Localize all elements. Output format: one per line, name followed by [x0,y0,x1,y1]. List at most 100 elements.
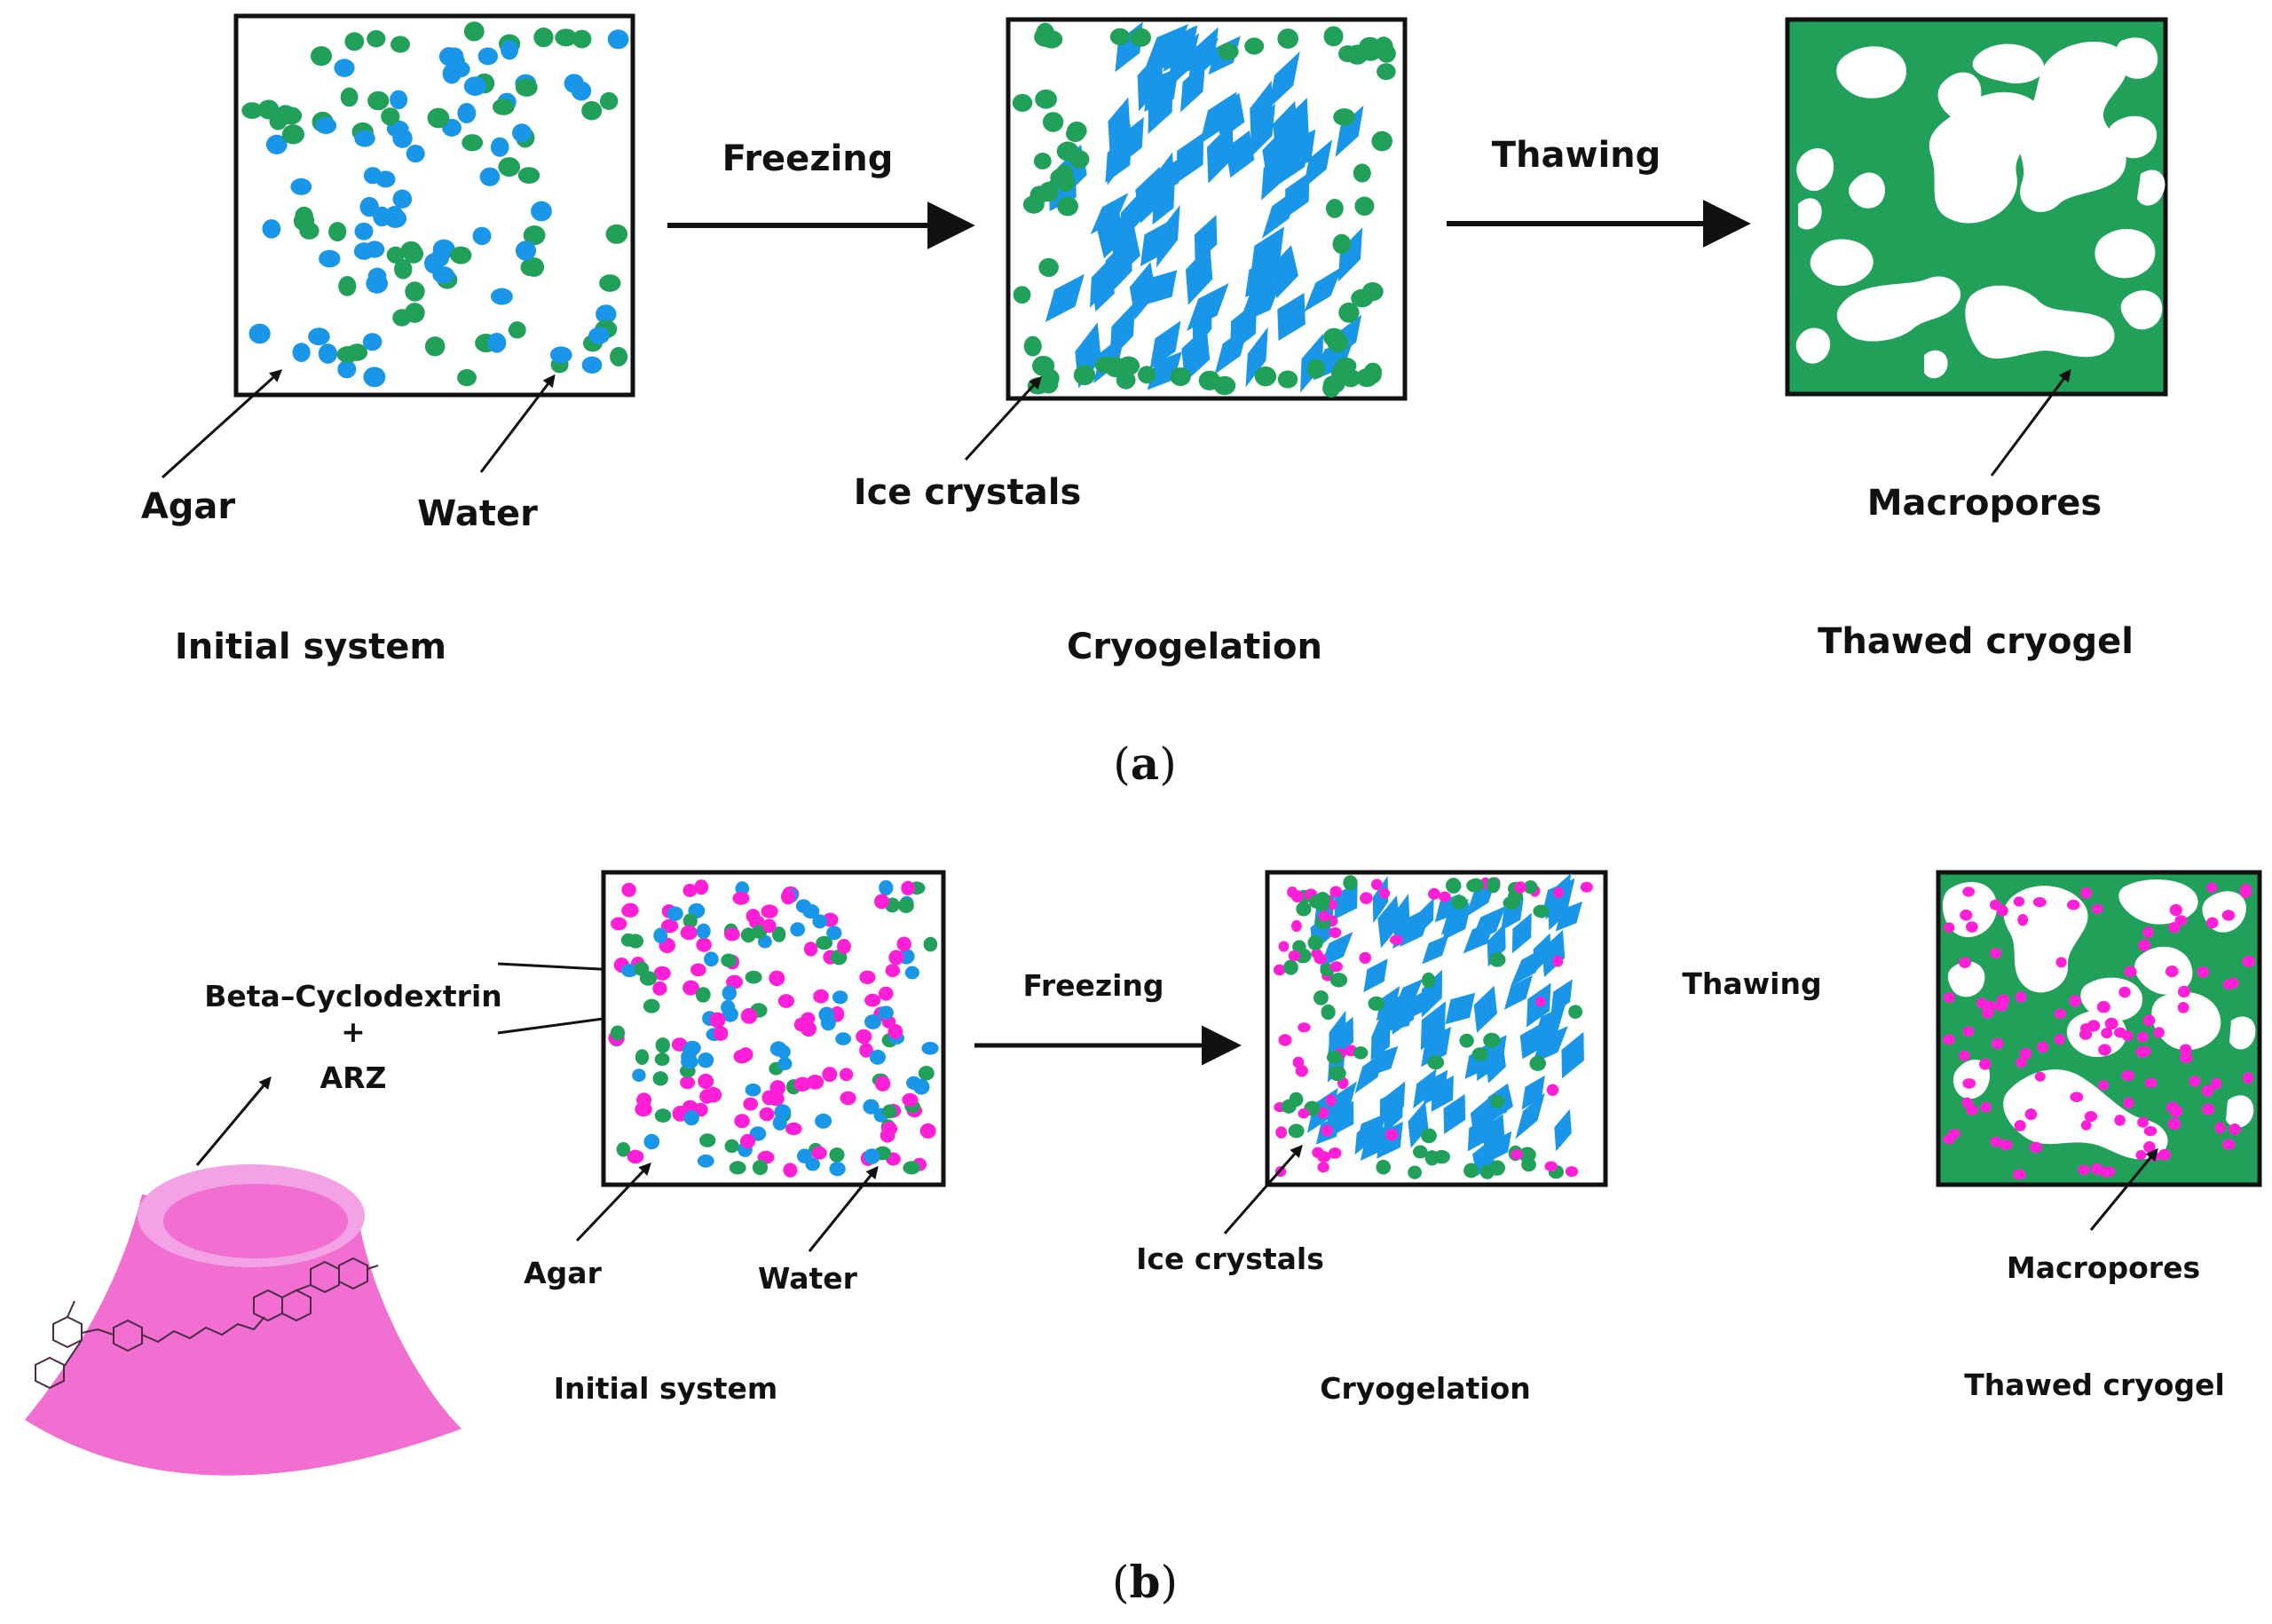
water-particle [912,1078,930,1095]
ice-crystal [1445,992,1476,1025]
agar-particle [1427,1055,1445,1070]
bcd-arz-particle [2143,1141,2156,1153]
bcd-arz-particle [1943,991,1955,1004]
bcd-arz-particle [2201,1084,2213,1098]
bcd-arz-particle [1580,881,1593,893]
bcd-arz-particle [1976,997,1988,1009]
bcd-arz-particle [2169,903,2182,917]
initial-system-caption-a: Initial system [175,627,446,667]
ice-crystal [1320,932,1353,968]
bcd-arz-particle [694,879,709,895]
water-particle [588,327,610,344]
ice-crystal [1417,897,1434,936]
ice-crystal [1442,904,1471,941]
agar-particle [508,321,526,339]
bcd-arz-particle [2019,1048,2032,1060]
ice-crystal [1192,299,1212,352]
agar-particle [1321,1004,1336,1021]
agar-particle [1413,1145,1428,1159]
ice-crystal [1105,234,1132,297]
bcd-arz-particle [813,989,829,1004]
agar-particle [1036,22,1054,43]
box-a-thawed-cryogel [1785,17,2168,397]
bcd-arz-particle [2091,1163,2103,1175]
agar-particle [1109,28,1130,46]
agar-particle [1467,878,1484,893]
ice-crystal [1377,895,1400,949]
bcd-arz-particle [2032,897,2047,908]
bcd-arz-particle [2015,991,2027,1003]
bcd-arz-particle [1359,951,1371,964]
ice-crystal [1473,985,1497,1033]
agar-particle [311,46,332,67]
ice-crystal [1250,226,1285,281]
bcd-arz-particle [1287,887,1298,898]
water-particle [683,1110,699,1126]
agar-particle [1374,36,1393,57]
bcd-arz-particle [1329,926,1342,938]
bcd-arz-particle [724,927,740,942]
bcd-arz-particle [682,980,699,996]
ice-crystal [1148,79,1173,134]
bcd-arz-particle [769,970,785,987]
bcd-arz-particle [1328,1147,1342,1159]
ice-crystal [1206,122,1235,184]
ice-crystal [1267,51,1300,110]
bcd-arz-particle [859,1043,873,1058]
bcd-arz-particle [680,925,698,941]
thawing-label-a: Thawing [1492,135,1661,176]
ice-crystal [1394,979,1424,1008]
agar-particle [829,1147,845,1163]
bcd-arz-particle [1329,886,1342,898]
agar-particle [695,987,711,1003]
water-particle [442,63,462,84]
agar-particle [1330,364,1351,382]
agar-particle [1376,1159,1391,1175]
bcd-arz-particle [896,936,911,952]
water-particle [721,999,736,1015]
agar-particle [745,970,762,984]
bcd-arz-particle [709,1012,726,1029]
bcd-arz-particle [2121,1070,2135,1081]
bcd-arz-particle [1439,891,1451,903]
agar-particle [1329,973,1348,988]
bcd-arz-particle [2202,1103,2215,1116]
bcd-arz-particle [1944,922,1955,933]
thawed-cryogel-caption-b: Thawed cryogel [1964,1368,2225,1402]
agar-particle [498,157,520,177]
bcd-arz-particle [1428,887,1440,900]
ice-crystal [1215,92,1245,140]
bcd-arz-particle [734,1114,750,1129]
water-particle [581,356,603,374]
ice-crystal [1045,273,1085,322]
agar-particle [1332,233,1352,255]
water-particle [406,145,425,163]
bcd-arz-particle [2055,957,2067,968]
agar-particle [381,107,400,126]
bcd-arz-particle [2137,1116,2150,1128]
bcd-arz-particle [2210,1077,2222,1090]
bcd-arz-particle [1535,996,1546,1007]
agar-particle [517,167,540,185]
bcd-arz-particle [1992,1037,2004,1050]
bcd-arz-particle [622,903,639,918]
water-particle [697,1154,714,1168]
water-particle [653,927,668,943]
ice-crystal [1422,934,1449,965]
agar-particle [340,87,359,107]
agar-particle [752,1160,769,1176]
agar-particle [338,276,357,296]
ice-crystal [1194,215,1218,264]
bcd-arz-particle [2100,1166,2113,1178]
bcd-pointer-2 [497,1012,619,1035]
ice-crystal [1185,243,1213,305]
bcd-arz-particle [1966,1104,1978,1116]
agar-particle [1363,362,1382,382]
initial-system-caption-b: Initial system [554,1371,778,1406]
agar-particle [1288,1123,1305,1139]
agar-particle [1490,1094,1505,1108]
water-particle [292,343,311,362]
ice-crystal [1261,146,1289,201]
bcd-arz-particle [2153,1027,2165,1038]
agar-particle [1421,972,1436,989]
